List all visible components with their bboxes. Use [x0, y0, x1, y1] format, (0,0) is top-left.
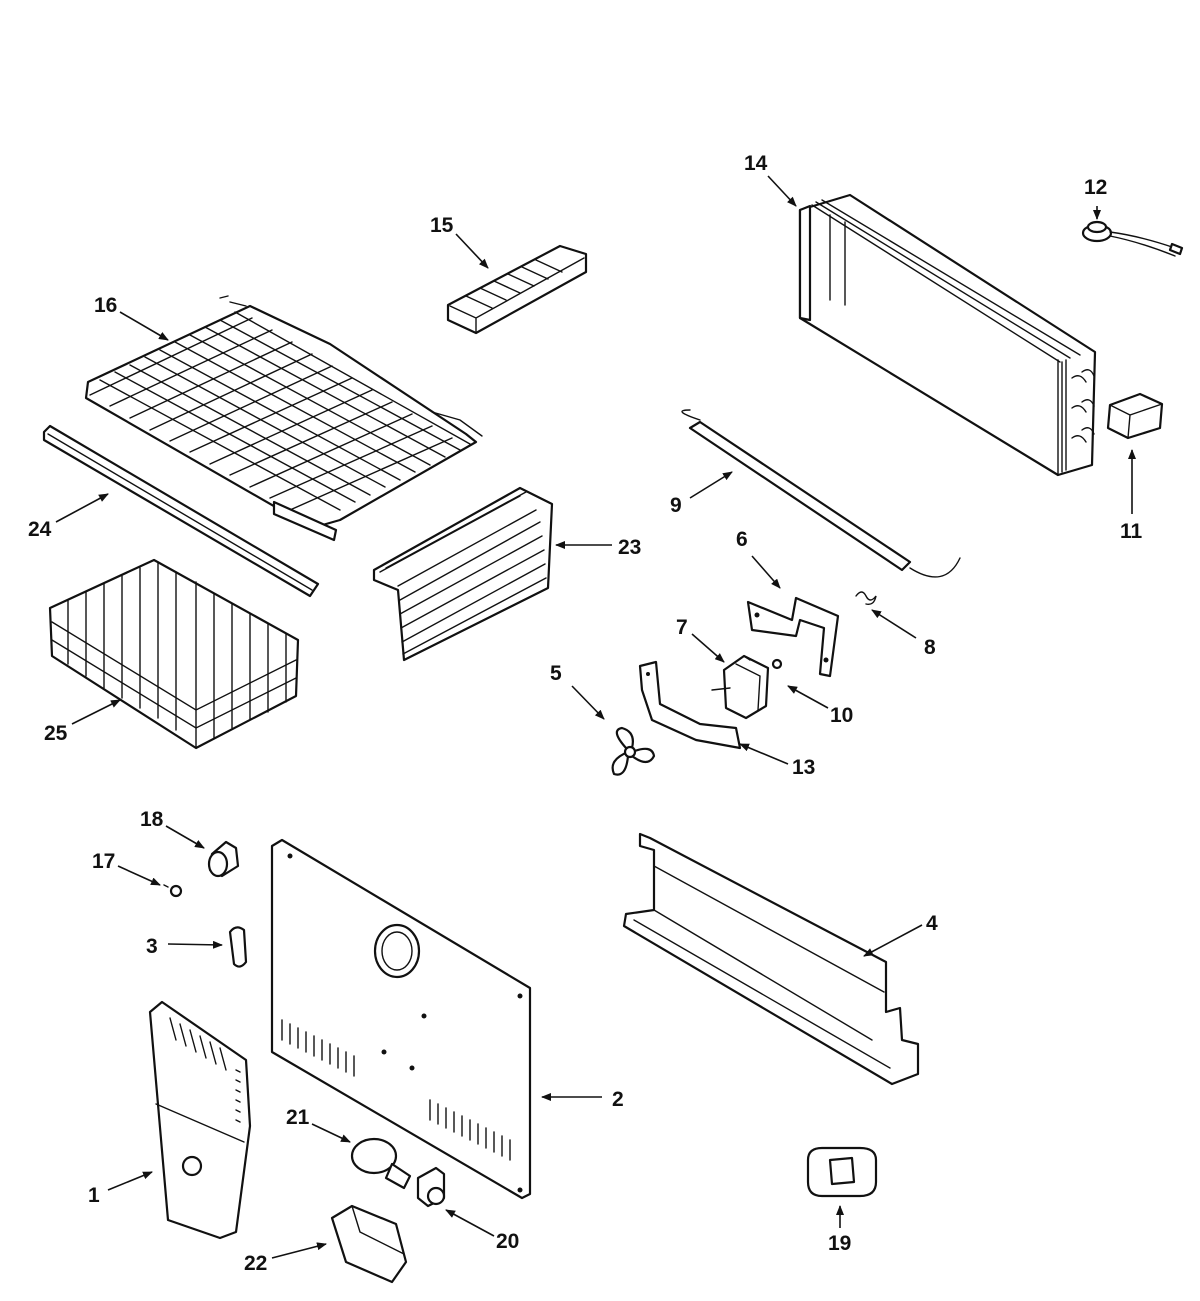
rear-panel-part: [270, 838, 532, 1200]
callout-1: 1: [88, 1184, 100, 1207]
callout-25: 25: [44, 722, 68, 745]
callout-10: 10: [830, 704, 853, 727]
callout-21: 21: [286, 1106, 310, 1129]
shelf-divider-part: [372, 486, 554, 662]
evaporator-part: [798, 193, 1097, 477]
shelf-trim-part: [42, 424, 320, 598]
callout-9: 9: [670, 494, 682, 517]
callout-3: 3: [146, 935, 158, 958]
leader-14: [767, 175, 797, 207]
clip-part: [855, 591, 877, 606]
callout-14: 14: [744, 152, 768, 175]
leader-22: [271, 1242, 327, 1259]
callout-24: 24: [28, 518, 52, 541]
leader-1: [107, 1171, 153, 1191]
wire-shelf-part: [84, 295, 483, 542]
terminal-block-part: [1106, 392, 1164, 440]
light-bulb-part: [350, 1137, 412, 1190]
leader-20: [445, 1209, 495, 1237]
leader-21: [311, 1123, 351, 1143]
callout-13: 13: [792, 756, 815, 779]
leader-7: [691, 633, 725, 663]
drain-trough-part: [622, 832, 920, 1086]
fan-motor-part: [711, 654, 770, 720]
grommet-part: [771, 658, 783, 670]
callout-12: 12: [1084, 176, 1107, 199]
callout-22: 22: [244, 1252, 267, 1275]
mounting-bracket-part: [746, 596, 840, 678]
callout-18: 18: [140, 808, 164, 831]
leader-5: [571, 685, 605, 720]
callout-5: 5: [550, 662, 562, 685]
leader-25: [71, 699, 121, 725]
callout-15: 15: [430, 214, 454, 237]
leader-3: [167, 940, 223, 949]
leader-18: [165, 825, 205, 849]
leader-17: [117, 865, 161, 886]
callout-8: 8: [924, 636, 936, 659]
leader-16: [119, 311, 169, 341]
callout-17: 17: [92, 850, 115, 873]
leader-15: [455, 233, 489, 269]
leader-10: [787, 685, 829, 709]
ice-tray-part: [446, 244, 588, 335]
fan-blade-part: [611, 726, 656, 776]
leader-6: [751, 555, 781, 589]
wire-basket-part: [48, 558, 300, 750]
leader-13: [739, 743, 789, 765]
switch-part: [806, 1146, 878, 1198]
knob-part: [207, 840, 240, 878]
callout-4: 4: [926, 912, 938, 935]
leader-9: [689, 471, 733, 499]
callout-19: 19: [828, 1232, 851, 1255]
air-duct-part: [148, 1000, 252, 1240]
callout-11: 11: [1120, 520, 1143, 543]
leader-lines: [55, 175, 1136, 1259]
callout-2: 2: [612, 1088, 624, 1111]
screw-part: [163, 884, 183, 898]
light-socket-part: [416, 1166, 446, 1208]
leader-24: [55, 493, 109, 523]
callout-20: 20: [496, 1230, 519, 1253]
callout-16: 16: [94, 294, 117, 317]
defrost-sensor-part: [1081, 220, 1184, 257]
motor-bracket-part: [638, 660, 742, 750]
callout-23: 23: [618, 536, 641, 559]
leader-4: [863, 924, 923, 957]
callout-labels: 1 2 3 4 5 6 7 8 9 10 11 12 13 14 15 16 1…: [28, 152, 1143, 1275]
callout-7: 7: [676, 616, 688, 639]
leader-8: [871, 609, 917, 639]
defrost-heater-part: [681, 409, 961, 578]
cap-part: [228, 926, 248, 968]
callout-6: 6: [736, 528, 748, 551]
light-shield-part: [330, 1204, 408, 1284]
